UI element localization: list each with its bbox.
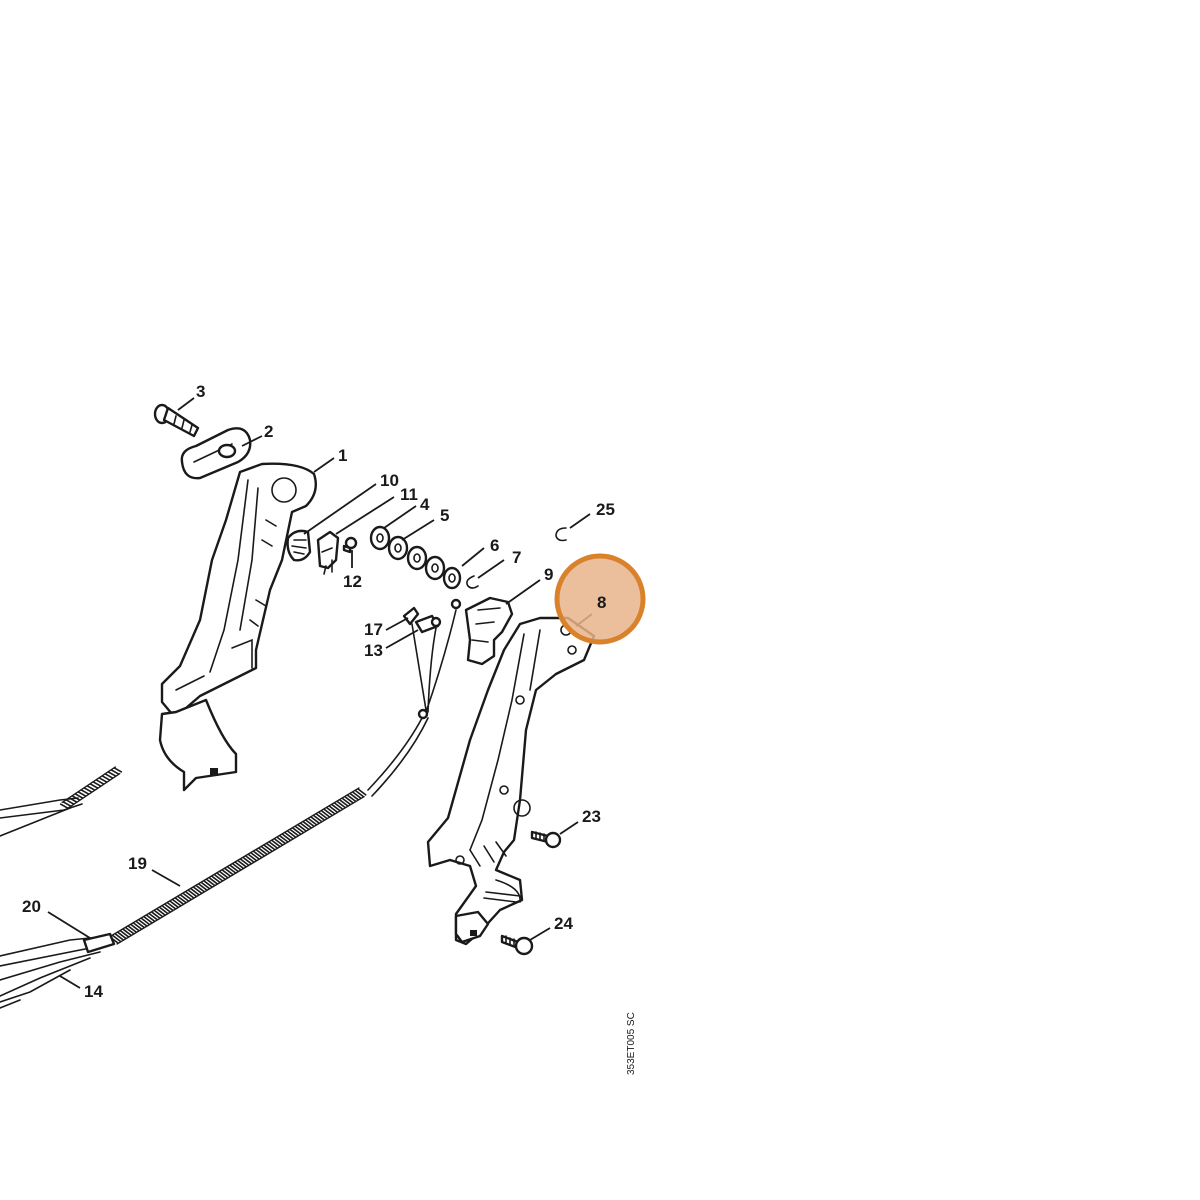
callout-12[interactable]: 12 xyxy=(343,572,362,591)
callout-1[interactable]: 1 xyxy=(338,446,347,465)
part-2-oval-plate[interactable] xyxy=(180,427,252,480)
part-10-trigger[interactable] xyxy=(286,529,312,562)
part-9-throttle-lever[interactable] xyxy=(450,596,514,666)
part-24-screw[interactable] xyxy=(500,934,534,956)
part-11-lever-bracket[interactable] xyxy=(316,530,340,575)
washer-stack[interactable] xyxy=(369,525,462,590)
callout-8[interactable]: 8 xyxy=(597,593,606,612)
leader-lines xyxy=(47,397,593,989)
callout-23[interactable]: 23 xyxy=(582,807,601,826)
part-23-screw[interactable] xyxy=(530,830,562,849)
part-7-clip[interactable] xyxy=(466,575,479,589)
callout-6[interactable]: 6 xyxy=(490,536,499,555)
callout-20[interactable]: 20 xyxy=(22,897,41,916)
cable-end-fittings[interactable] xyxy=(402,606,442,634)
callout-14[interactable]: 14 xyxy=(84,982,103,1001)
part-14-shaft xyxy=(0,797,113,1009)
callout-10[interactable]: 10 xyxy=(380,471,399,490)
callout-24[interactable]: 24 xyxy=(554,914,573,933)
callout-13[interactable]: 13 xyxy=(364,641,383,660)
callout-5[interactable]: 5 xyxy=(440,506,449,525)
callout-17[interactable]: 17 xyxy=(364,620,383,639)
callout-7[interactable]: 7 xyxy=(512,548,521,567)
callout-25[interactable]: 25 xyxy=(596,500,615,519)
callout-19[interactable]: 19 xyxy=(128,854,147,873)
highlight-circle[interactable] xyxy=(554,553,646,645)
part-19-spiral-hose xyxy=(109,787,367,945)
callout-2[interactable]: 2 xyxy=(264,422,273,441)
callout-9[interactable]: 9 xyxy=(544,565,553,584)
callout-4[interactable]: 4 xyxy=(420,495,430,514)
callout-labels: 3 2 1 10 11 4 5 6 7 9 25 12 17 13 19 20 … xyxy=(22,382,615,1001)
part-20-cable-end[interactable] xyxy=(82,932,116,954)
reference-code: 353ET005 SC xyxy=(626,1012,637,1075)
part-12-small-screw[interactable] xyxy=(342,536,358,554)
spring-fragment xyxy=(59,766,123,810)
throttle-cable-wires xyxy=(367,609,457,797)
part-3-screw[interactable] xyxy=(153,403,200,438)
callout-11[interactable]: 11 xyxy=(400,485,418,504)
part-8-handle-housing[interactable] xyxy=(426,616,596,946)
callout-3[interactable]: 3 xyxy=(196,382,205,401)
part-1-handle-housing[interactable] xyxy=(158,462,317,792)
part-25-ring[interactable] xyxy=(555,527,567,542)
